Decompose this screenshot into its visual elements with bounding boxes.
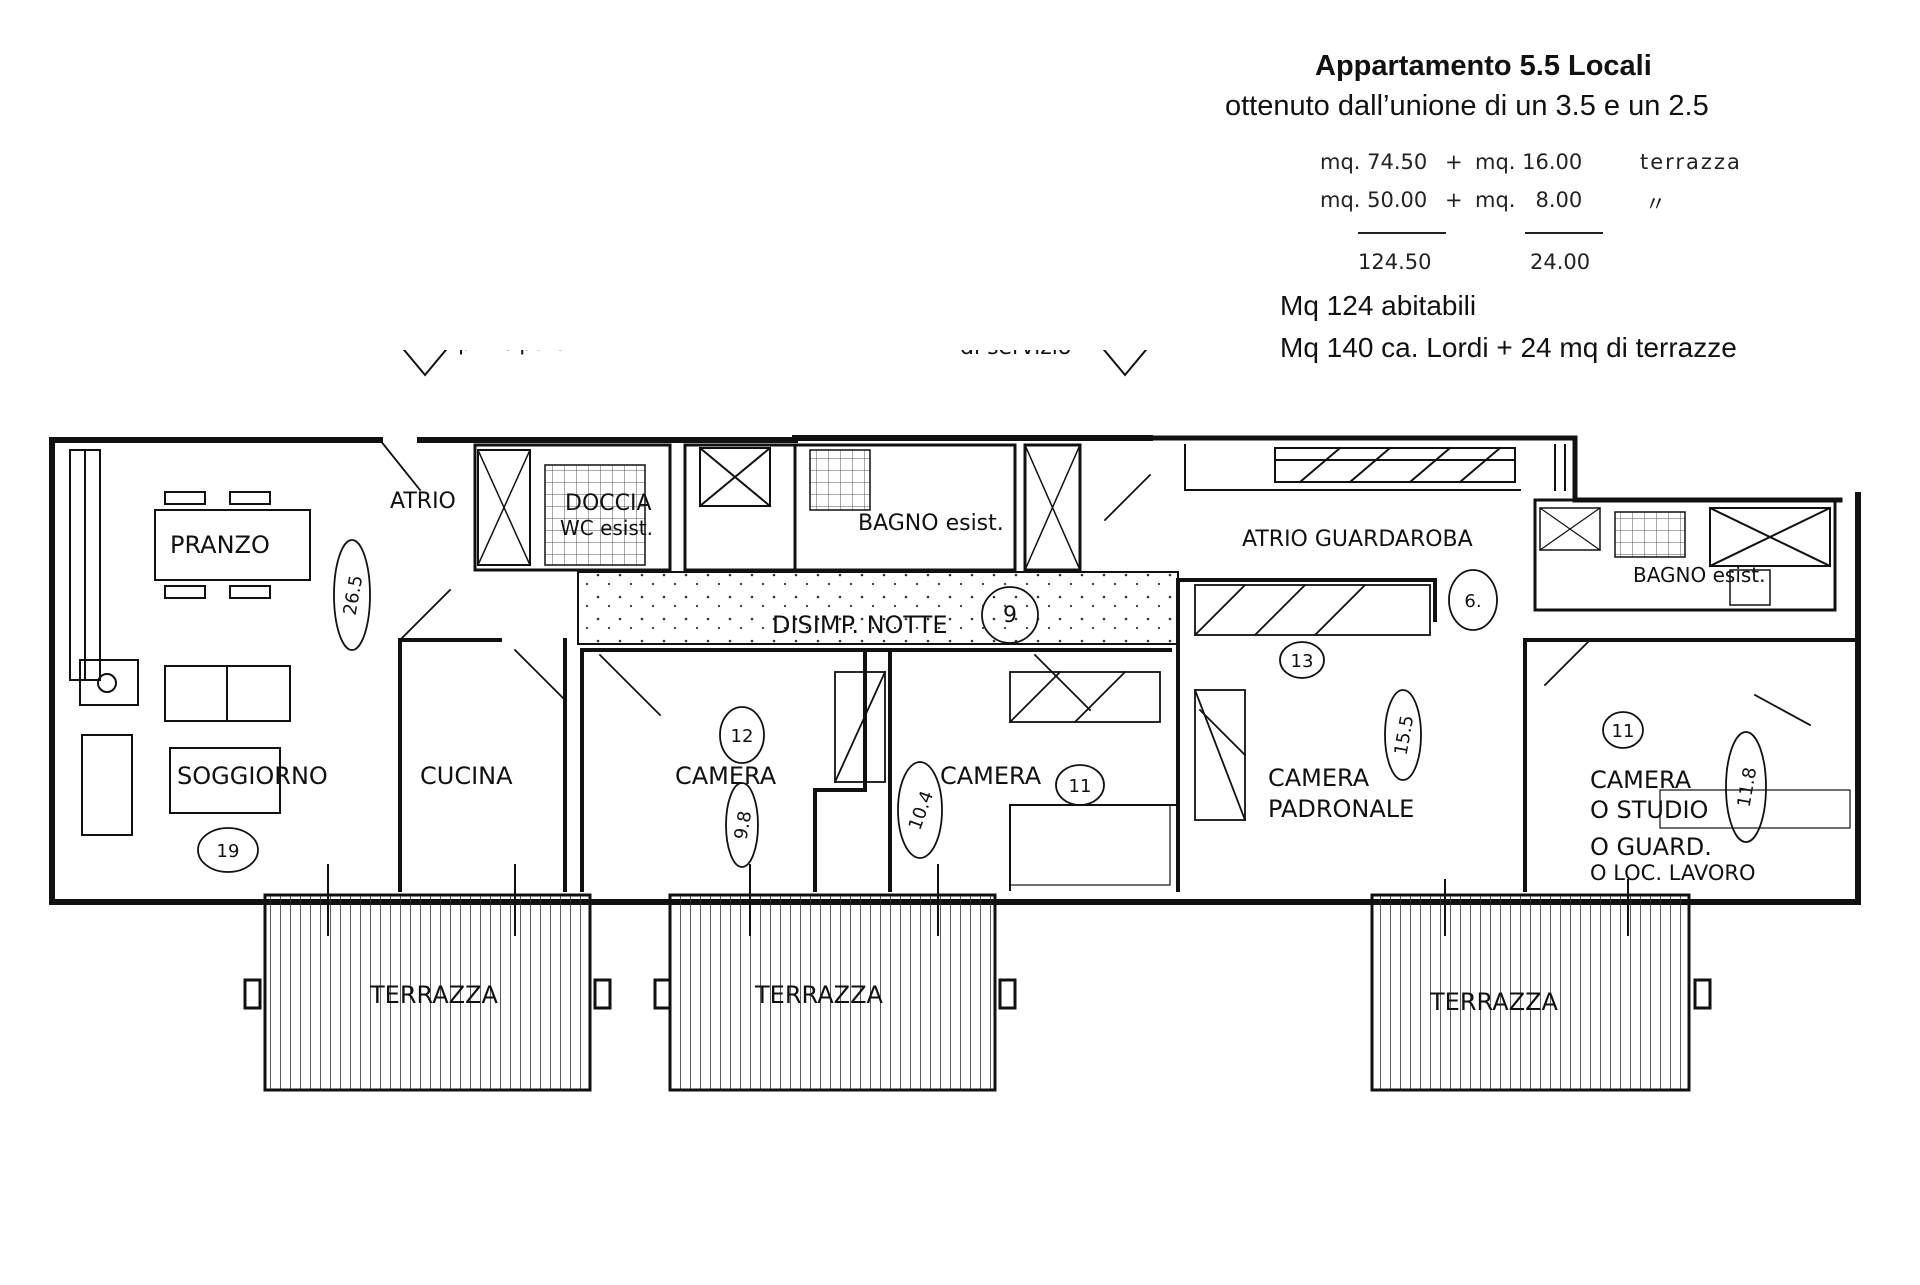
room-label-soggiorno: SOGGIORNO	[177, 762, 328, 790]
summary-habitable: Mq 124 abitabili	[1280, 290, 1477, 321]
calc-rule-terrace	[1525, 232, 1603, 234]
area-mark-guardaroba: 6.	[1464, 591, 1481, 612]
entrance-markers	[402, 350, 1148, 377]
calc-row1-terrace-area: mq. 16.00	[1475, 150, 1583, 174]
area-mark-studio: 11	[1612, 721, 1635, 742]
service-entrance-label-2: di servizio	[960, 350, 1071, 360]
calc-row2-terrace-area: mq. 8.00	[1475, 188, 1583, 212]
room-label-camera-padronale-1: CAMERA	[1268, 764, 1370, 792]
access-arrows	[327, 864, 1629, 936]
terrace-label-3: TERRAZZA	[1429, 988, 1559, 1016]
coffee-table	[169, 747, 281, 814]
sofa	[164, 665, 291, 722]
room-label-camera-studio-1: CAMERA	[1590, 766, 1692, 794]
room-label-wc: WC esist.	[560, 516, 653, 540]
room-label-doccia: DOCCIA	[565, 491, 652, 516]
door-swings	[378, 438, 1812, 757]
room-label-camera-1: CAMERA	[675, 762, 777, 790]
calc-total-area: 124.50	[1358, 250, 1432, 274]
calc-row2-ditto: 〃	[1645, 192, 1666, 216]
room-label-atrio: ATRIO	[390, 489, 456, 514]
room-label-camera-padronale-2: PADRONALE	[1268, 795, 1414, 823]
calc-total-terrace: 24.00	[1530, 250, 1591, 274]
calc-row2-area: mq. 50.00	[1320, 188, 1428, 212]
corridor-disimpegno	[577, 571, 1179, 645]
area-mark-disimpegno: 9	[1003, 603, 1017, 628]
room-label-camera-studio-3: O GUARD.	[1590, 833, 1712, 861]
room-label-cucina: CUCINA	[420, 762, 513, 790]
room-label-camera-studio-2: O STUDIO	[1590, 796, 1708, 824]
calc-row1-terrace-label: terrazza	[1640, 150, 1742, 174]
floor-plan: 8 ingresso principale 12 ingresso di ser…	[49, 350, 1861, 1092]
window-strips	[69, 446, 1832, 681]
room-label-pranzo: PRANZO	[170, 531, 270, 559]
plan-title: Appartamento 5.5 Locali	[1315, 50, 1652, 82]
area-mark-camera-1-long: 9.8	[731, 809, 757, 841]
room-label-atrio-guardaroba: ATRIO GUARDAROBA	[1242, 527, 1473, 552]
summary-gross: Mq 140 ca. Lordi + 24 mq di terrazze	[1280, 332, 1737, 363]
room-label-camera-2: CAMERA	[940, 762, 1042, 790]
room-label-disimpegno: DISIMP. NOTTE	[772, 611, 947, 639]
room-label-bagno-2: BAGNO esist.	[1633, 563, 1766, 587]
wardrobes	[833, 583, 1851, 886]
terrace-label-2: TERRAZZA	[754, 981, 884, 1009]
dining-table	[154, 491, 311, 599]
area-mark-camera-1: 12	[731, 726, 754, 747]
fireplace	[79, 659, 139, 706]
area-mark-camera-2-long: 10.4	[905, 788, 938, 833]
main-entrance-label-2: principale	[458, 350, 566, 356]
armchair	[81, 734, 133, 836]
area-mark-padronale-long: 15.5	[1391, 714, 1419, 757]
area-bubbles	[197, 539, 1767, 873]
bathroom-block-right	[1533, 498, 1837, 612]
calc-row1-area: mq. 74.50	[1320, 150, 1428, 174]
plan-header: Appartamento 5.5 Locali ottenuto dall’un…	[1140, 40, 1900, 380]
room-label-camera-studio-4: O LOC. LAVORO	[1590, 861, 1756, 885]
area-mark-camera-2: 11	[1069, 776, 1092, 797]
area-mark-padronale-small: 13	[1291, 651, 1314, 672]
area-mark-soggiorno: 19	[217, 841, 240, 862]
area-mark-soggiorno-long: 26.5	[340, 574, 368, 617]
fireplace-circle	[97, 673, 117, 693]
bathroom-block-left	[473, 443, 1082, 572]
calc-row2-plus: +	[1445, 188, 1463, 212]
plan-subtitle: ottenuto dall’unione di un 3.5 e un 2.5	[1225, 90, 1709, 122]
calc-rule-area	[1358, 232, 1446, 234]
area-mark-studio-long: 11.8	[1734, 766, 1762, 809]
terrace-slabs	[243, 893, 1712, 1092]
calc-row1-plus: +	[1445, 150, 1463, 174]
room-label-bagno-1: BAGNO esist.	[858, 511, 1004, 536]
terrace-label-1: TERRAZZA	[369, 981, 499, 1009]
